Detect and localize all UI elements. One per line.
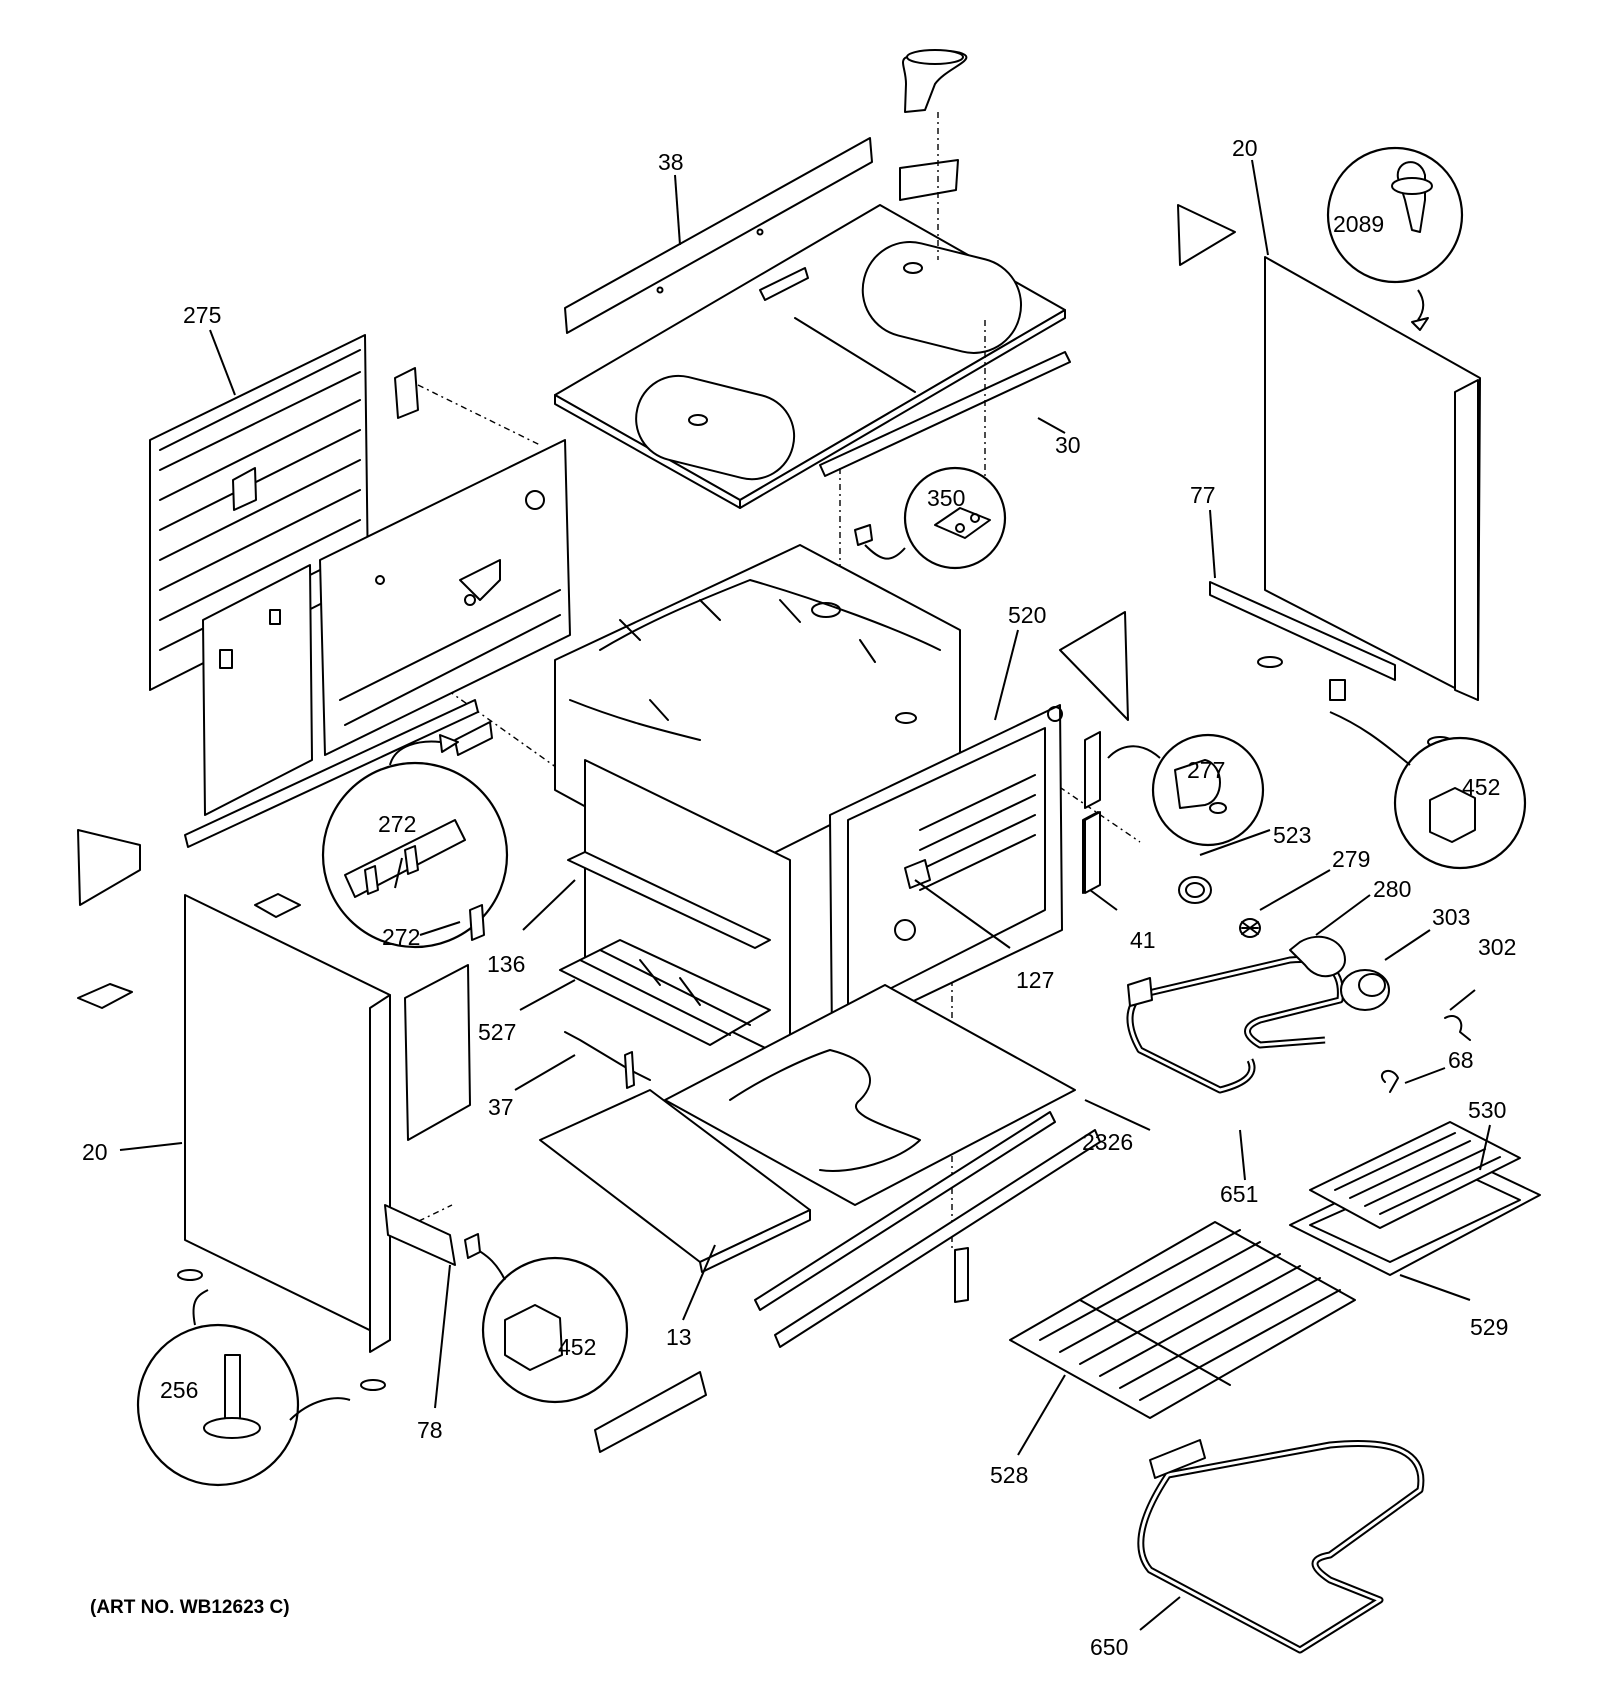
- drawer-floor-13: [539, 1089, 811, 1273]
- oven-bottom-2326: [664, 984, 1076, 1206]
- rear-bottom-rail: [184, 699, 479, 848]
- callout-77: 77: [1190, 482, 1216, 508]
- bracket-41: [1084, 811, 1101, 894]
- side-panel-20-left: [184, 894, 471, 1353]
- light-bulb-280: [1289, 935, 1346, 978]
- bottom-rail-77: [1209, 581, 1396, 681]
- callout-20-top: 20: [1232, 135, 1258, 161]
- side-bracket-right: [1059, 204, 1236, 721]
- bake-element-650: [1137, 1439, 1425, 1654]
- callout-302: 302: [1478, 934, 1516, 960]
- oven-rack-528: [1009, 1221, 1356, 1419]
- callout-2326: 2326: [1082, 1129, 1133, 1155]
- callout-41: 41: [1130, 927, 1156, 953]
- callout-labels: 38 30 20 2089 275 350 77 520 277 452 272…: [82, 135, 1516, 1660]
- side-bracket-left-top: [77, 829, 141, 906]
- callout-272-bottom: 272: [382, 924, 420, 950]
- detail-circle-277: [1107, 733, 1265, 847]
- callout-37: 37: [488, 1094, 514, 1120]
- broiler-rack-527: [559, 939, 771, 1046]
- rear-bracket: [394, 367, 419, 419]
- callout-651: 651: [1220, 1181, 1258, 1207]
- leader-lines: [119, 159, 1491, 1631]
- lens-cover-303: [1340, 969, 1390, 1011]
- callout-78: 78: [417, 1417, 443, 1443]
- anti-tip-bracket: [954, 1247, 969, 1303]
- side-bracket-left-mid: [77, 893, 301, 1009]
- callout-520: 520: [1008, 602, 1046, 628]
- callout-20-left: 20: [82, 1139, 108, 1165]
- callout-68: 68: [1448, 1047, 1474, 1073]
- door-trim-136: [567, 851, 771, 949]
- side-trim-78: [384, 1204, 456, 1266]
- callout-280: 280: [1373, 876, 1411, 902]
- oven-front-frame: [829, 704, 1063, 1041]
- callout-38: 38: [658, 149, 684, 175]
- leveling-leg-left: [177, 1269, 386, 1391]
- socket-523: [1178, 876, 1212, 904]
- rear-panel-lower: [202, 564, 313, 816]
- light-socket-127: [904, 859, 931, 889]
- callout-256: 256: [160, 1377, 198, 1403]
- detail-circle-2089: [1326, 146, 1464, 331]
- callout-523: 523: [1273, 822, 1311, 848]
- callout-2089: 2089: [1333, 211, 1384, 237]
- sensor-probe-37: [564, 1031, 651, 1089]
- clip-68: [1380, 1069, 1399, 1093]
- broil-element-651: [1126, 956, 1344, 1094]
- kick-bracket: [594, 1371, 707, 1453]
- callout-13: 13: [666, 1324, 692, 1350]
- callout-529: 529: [1470, 1314, 1508, 1340]
- rear-panel-inner: [319, 439, 571, 756]
- callout-350: 350: [927, 485, 965, 511]
- side-panel-20-right: [1264, 256, 1481, 701]
- vent-duct: [899, 49, 968, 201]
- rear-rail-30: [819, 351, 1071, 477]
- callout-527: 527: [478, 1019, 516, 1045]
- detail-circle-256: [136, 1289, 351, 1487]
- callout-277: 277: [1187, 757, 1225, 783]
- callout-30: 30: [1055, 432, 1081, 458]
- callout-303: 303: [1432, 904, 1470, 930]
- spring-279: [1239, 918, 1261, 938]
- detail-circle-272: [321, 734, 509, 949]
- terminal-block-272: [454, 721, 493, 756]
- detail-circle-452-bottom: [464, 1233, 629, 1404]
- callout-272-top: 272: [378, 811, 416, 837]
- callout-452-top: 452: [1462, 774, 1500, 800]
- drawer-rail-upper: [754, 1111, 1056, 1311]
- alignment-lines: [369, 112, 1141, 1250]
- cooktop-panel-30: [554, 204, 1066, 509]
- callout-650: 650: [1090, 1634, 1128, 1660]
- callout-279: 279: [1332, 846, 1370, 872]
- art-number: (ART NO. WB12623 C): [90, 1597, 290, 1618]
- callout-452-bottom: 452: [558, 1334, 596, 1360]
- callout-528: 528: [990, 1462, 1028, 1488]
- wire-clip-302: [1444, 1014, 1471, 1041]
- top-rail-38: [564, 137, 873, 334]
- callout-127: 127: [1016, 967, 1054, 993]
- callout-530: 530: [1468, 1097, 1506, 1123]
- callout-275: 275: [183, 302, 221, 328]
- drawer-rail-lower: [774, 1129, 1101, 1348]
- callout-136: 136: [487, 951, 525, 977]
- detail-circle-350: [854, 466, 1007, 570]
- detail-circle-452-top: [1329, 711, 1527, 870]
